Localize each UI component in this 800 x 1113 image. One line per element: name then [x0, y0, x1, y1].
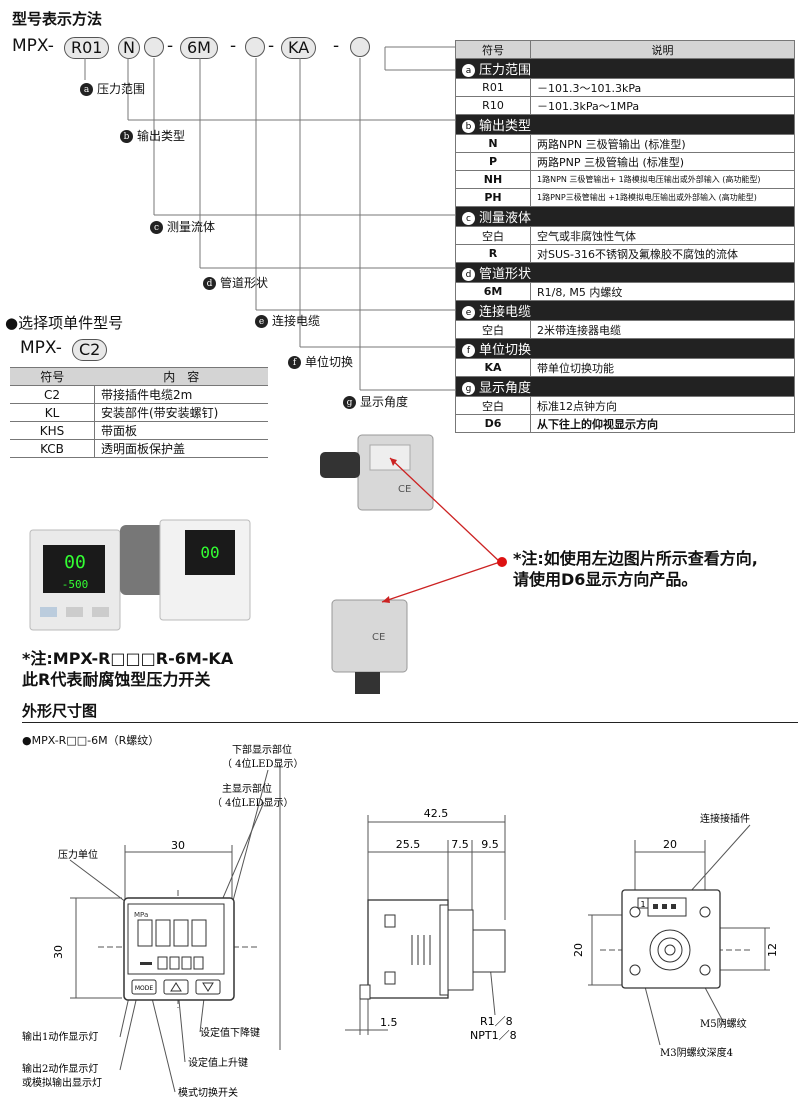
code-ka: KA [281, 37, 317, 59]
side-view-drawing: 42.5 25.5 7.5 9.5 1.5 R1／8 NPT1／8 [345, 807, 517, 1042]
code-6m: 6M [180, 37, 218, 59]
svg-text:20: 20 [572, 943, 585, 957]
code-r01: R01 [64, 37, 110, 59]
svg-text:30: 30 [171, 839, 185, 852]
back-view-drawing: 1 20 20 12 连接接插件 M5阴螺纹 M3阴螺纹深度4 [572, 812, 779, 1059]
model-prefix: MPX- [12, 36, 54, 56]
svg-text:主显示部位: 主显示部位 [222, 782, 272, 795]
svg-text:MODE: MODE [135, 985, 154, 992]
spec-head-desc: 说明 [530, 40, 795, 59]
dims-subtitle: ●MPX-R□□-6M（R螺纹） [22, 734, 160, 747]
svg-text:CE: CE [372, 632, 385, 643]
svg-text:输出2动作显示灯: 输出2动作显示灯 [22, 1062, 98, 1075]
option-title: ●选择项单件型号 [5, 314, 124, 332]
svg-text:1: 1 [640, 900, 645, 909]
svg-text:1.5: 1.5 [380, 1016, 398, 1029]
svg-text:CE: CE [398, 484, 411, 495]
front-view-drawing: MPa MODE 30 30 下部显示部位 （ 4位LED显示） 主显示部位 （… [22, 743, 304, 1099]
svg-text:NPT1／8: NPT1／8 [470, 1029, 517, 1042]
svg-text:或模拟输出显示灯: 或模拟输出显示灯 [22, 1076, 102, 1089]
svg-text:MPa: MPa [134, 911, 148, 919]
svg-text:连接接插件: 连接接插件 [700, 812, 750, 825]
model-code-row: MPX- [12, 36, 54, 56]
product-photo: 00 -500 00 [29, 519, 251, 631]
svg-text:30: 30 [52, 945, 65, 959]
svg-text:输出1动作显示灯: 输出1动作显示灯 [22, 1030, 98, 1043]
code-dash: - [230, 36, 237, 56]
svg-text:-500: -500 [62, 578, 89, 591]
code-slot-g [350, 37, 370, 57]
svg-text:7.5: 7.5 [451, 838, 469, 851]
svg-text:压力单位: 压力单位 [58, 848, 98, 861]
code-slot-c [144, 37, 164, 57]
code-dash: - [268, 36, 275, 56]
code-dash: - [333, 36, 340, 56]
code-dash: - [167, 36, 174, 56]
svg-text:00: 00 [200, 543, 219, 562]
svg-text:设定值上升键: 设定值上升键 [188, 1056, 248, 1069]
option-prefix: MPX- [20, 338, 62, 358]
svg-text:M3阴螺纹深度4: M3阴螺纹深度4 [660, 1046, 733, 1059]
orientation-photos: CE CE [320, 434, 507, 694]
spec-head-code: 符号 [455, 40, 531, 59]
view-note: *注:如使用左边图片所示查看方向,请使用D6显示方向产品。 [513, 549, 758, 589]
svg-text:9.5: 9.5 [481, 838, 499, 851]
code-connector-lines [84, 46, 455, 391]
option-code: C2 [72, 339, 108, 361]
svg-text:00: 00 [64, 552, 86, 573]
svg-text:M5阴螺纹: M5阴螺纹 [700, 1017, 747, 1030]
model-title: 型号表示方法 [12, 10, 103, 28]
code-slot-e [245, 37, 265, 57]
svg-text:12: 12 [766, 943, 779, 957]
svg-text:R1／8: R1／8 [480, 1015, 513, 1028]
dims-title: 外形尺寸图 [22, 702, 98, 720]
svg-text:20: 20 [663, 838, 677, 851]
code-n: N [118, 37, 140, 59]
dims-divider [22, 722, 798, 723]
svg-text:25.5: 25.5 [396, 838, 421, 851]
svg-text:设定值下降键: 设定值下降键 [200, 1026, 260, 1039]
svg-text:42.5: 42.5 [424, 807, 449, 820]
svg-text:（ 4位LED显示）: （ 4位LED显示） [212, 796, 294, 809]
svg-text:下部显示部位: 下部显示部位 [232, 743, 292, 756]
svg-text:（ 4位LED显示）: （ 4位LED显示） [222, 757, 304, 770]
svg-text:模式切换开关: 模式切换开关 [178, 1086, 238, 1099]
